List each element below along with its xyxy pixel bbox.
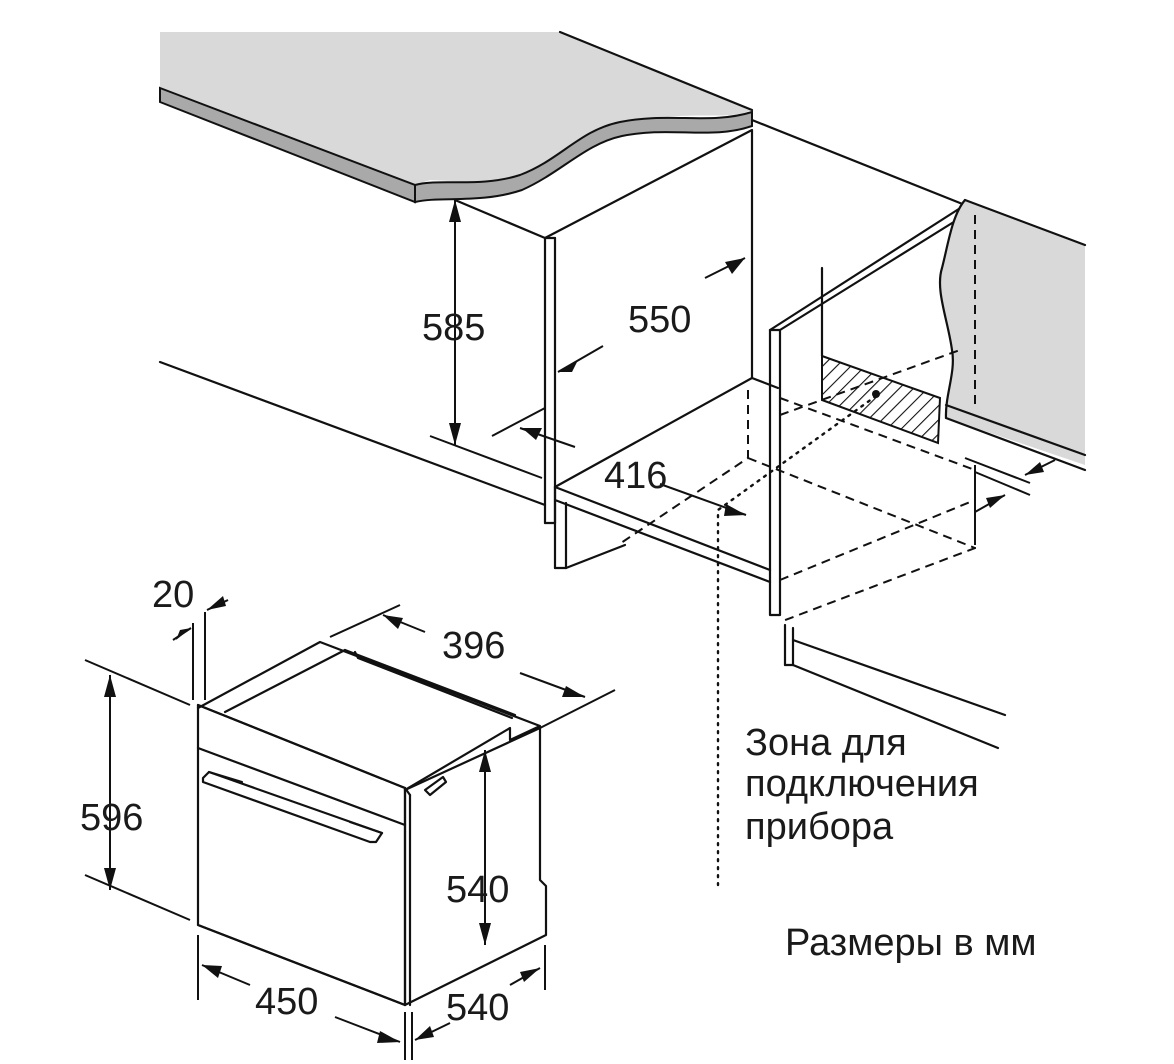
connection-zone-hatch — [821, 354, 942, 445]
countertop-broken-edge — [414, 110, 753, 204]
dim-niche-width: 416 — [604, 455, 667, 497]
connection-zone-label-line3: прибора — [745, 806, 894, 848]
dim-oven-height: 596 — [80, 797, 143, 839]
dim-niche-height: 585 — [422, 307, 485, 349]
countertop — [159, 30, 754, 204]
units-note: Размеры в мм — [785, 922, 1036, 964]
dim-oven-depth-top: 396 — [442, 625, 505, 667]
countertop-top-surface — [160, 32, 752, 185]
dim-niche-depth: 550 — [628, 299, 691, 341]
dim-oven-depth-bottom: 540 — [446, 987, 509, 1029]
dim-oven-inner-height: 540 — [446, 869, 509, 911]
connection-zone-label-line1: Зона для — [745, 722, 907, 764]
dim-front-panel-thickness: 20 — [152, 574, 194, 616]
connection-zone-label-line2: подключения — [745, 763, 979, 805]
dim-oven-width: 450 — [255, 981, 318, 1023]
oven — [196, 640, 548, 1007]
dimension-lines — [84, 200, 1056, 1060]
cabinet-niche — [158, 118, 1087, 887]
